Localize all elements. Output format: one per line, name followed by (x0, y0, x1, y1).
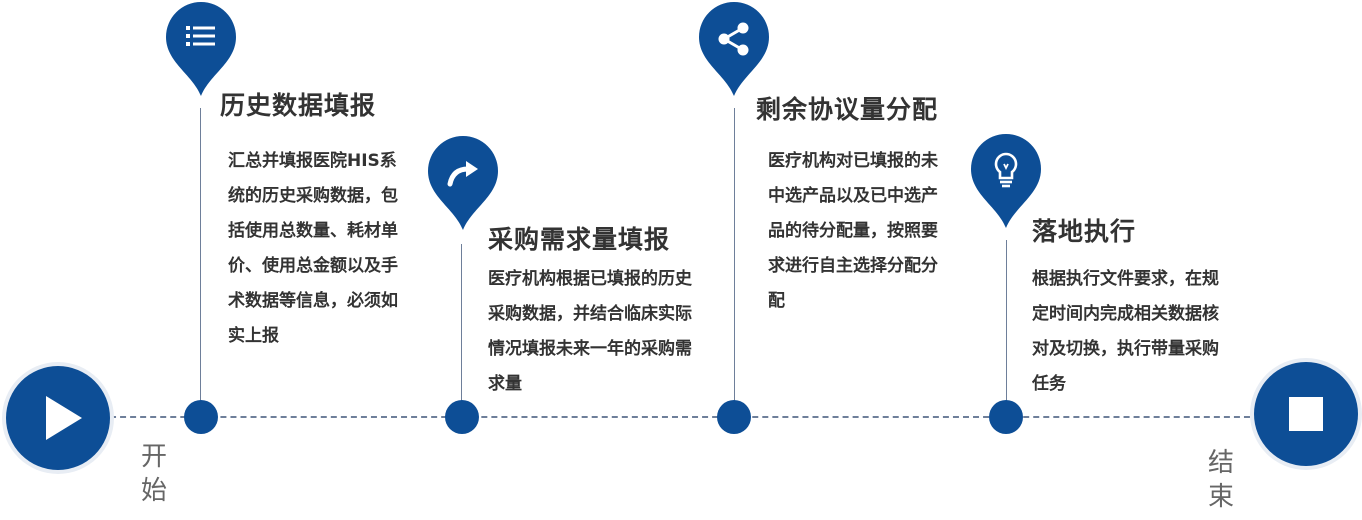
step-2-title: 采购需求量填报 (488, 225, 671, 254)
step-2-marker (428, 136, 498, 232)
step-2-connector (461, 244, 462, 404)
step-3-marker (699, 2, 769, 98)
timeline-line (100, 416, 1260, 418)
step-1-dot (184, 400, 218, 434)
step-4-title: 落地执行 (1032, 217, 1137, 246)
step-4-dot (989, 400, 1023, 434)
step-2-dot (445, 400, 479, 434)
step-3-title: 剩余协议量分配 (756, 95, 939, 124)
step-1-connector (200, 108, 201, 404)
step-3-description: 医疗机构对已填报的未中选产品以及已中选产品的待分配量，按照要求进行自主选择分配分… (768, 151, 938, 311)
step-1-marker (166, 2, 236, 98)
start-button[interactable] (6, 366, 110, 470)
share-arrow-icon (447, 161, 478, 187)
end-button[interactable] (1254, 362, 1358, 466)
step-1-description: 汇总并填报医院HIS系统的历史采购数据，包括使用总数量、耗材单价、使用总金额以及… (228, 151, 398, 346)
step-4-connector (1006, 240, 1007, 404)
lightbulb-icon (994, 152, 1018, 188)
start-label: 开始 (140, 442, 167, 506)
step-3-dot (717, 400, 751, 434)
step-1-title: 历史数据填报 (220, 91, 377, 120)
stop-icon (1289, 397, 1323, 431)
list-icon (186, 26, 215, 46)
step-4-description: 根据执行文件要求，在规定时间内完成相关数据核对及切换，执行带量采购任务 (1032, 269, 1219, 394)
play-icon (46, 396, 82, 440)
step-3-connector (734, 108, 735, 404)
step-4-marker (971, 134, 1041, 230)
step-2-description: 医疗机构根据已填报的历史采购数据，并结合临床实际情况填报未来一年的采购需求量 (488, 269, 692, 394)
end-label: 结束 (1207, 448, 1234, 512)
share-nodes-icon (718, 22, 749, 56)
